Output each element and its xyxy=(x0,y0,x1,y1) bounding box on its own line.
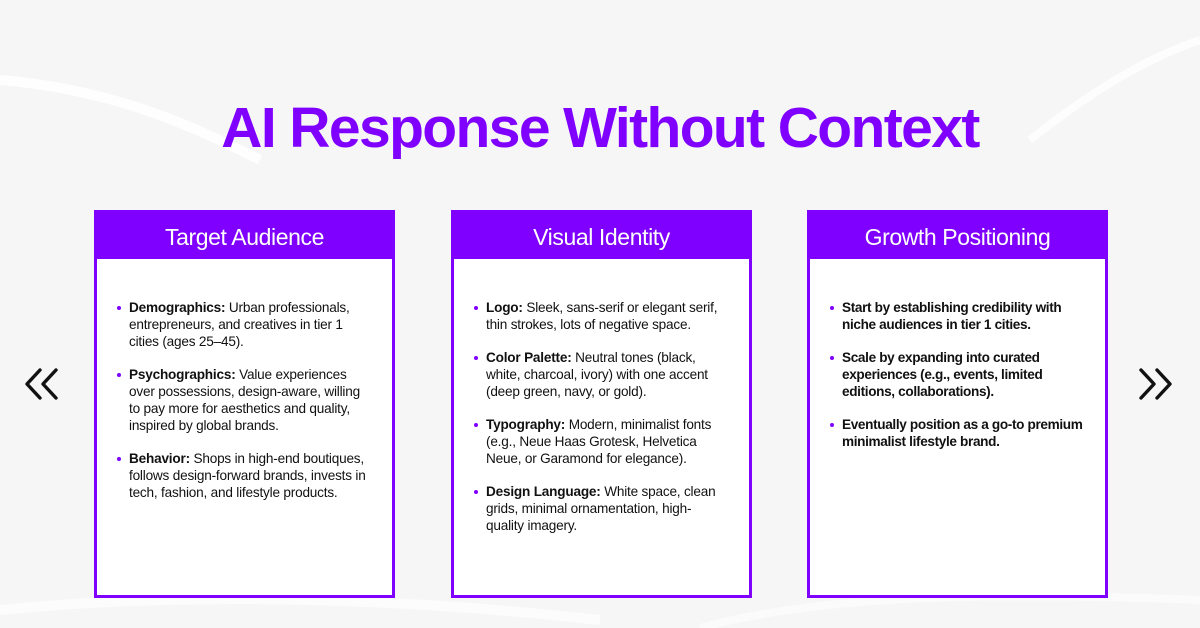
list-item: Demographics: Urban professionals, entre… xyxy=(115,299,370,350)
double-chevron-right-icon xyxy=(1134,360,1178,408)
bullet-list: Demographics: Urban professionals, entre… xyxy=(115,299,370,501)
list-item: Start by establishing credibility with n… xyxy=(828,299,1083,333)
item-text: Value experiences over possessions, desi… xyxy=(129,367,360,433)
card-visual-identity: Visual Identity Logo: Sleek, sans-serif … xyxy=(451,210,752,598)
card-body: Logo: Sleek, sans-serif or elegant serif… xyxy=(454,259,749,534)
list-item: Typography: Modern, minimalist fonts (e.… xyxy=(472,416,727,467)
card-body: Start by establishing credibility with n… xyxy=(810,259,1105,450)
list-item: Scale by expanding into curated experien… xyxy=(828,349,1083,400)
item-label: Demographics: xyxy=(129,300,226,315)
bullet-list: Logo: Sleek, sans-serif or elegant serif… xyxy=(472,299,727,534)
card-header: Visual Identity xyxy=(454,213,749,259)
item-label: Behavior: xyxy=(129,451,190,466)
list-item: Behavior: Shops in high-end boutiques, f… xyxy=(115,450,370,501)
card-header: Target Audience xyxy=(97,213,392,259)
card-growth-positioning: Growth Positioning Start by establishing… xyxy=(807,210,1108,598)
item-text: Eventually position as a go-to premium m… xyxy=(842,417,1083,449)
item-text: Urban professionals, entrepreneurs, and … xyxy=(129,300,350,349)
card-target-audience: Target Audience Demographics: Urban prof… xyxy=(94,210,395,598)
list-item: Psychographics: Value experiences over p… xyxy=(115,366,370,434)
item-text: Modern, minimalist fonts (e.g., Neue Haa… xyxy=(486,417,712,466)
double-chevron-left-icon xyxy=(20,360,64,408)
list-item: Logo: Sleek, sans-serif or elegant serif… xyxy=(472,299,727,333)
list-item: Color Palette: Neutral tones (black, whi… xyxy=(472,349,727,400)
item-text: Shops in high-end boutiques, follows des… xyxy=(129,451,366,500)
item-text: Sleek, sans-serif or elegant serif, thin… xyxy=(486,300,718,332)
item-text: Scale by expanding into curated experien… xyxy=(842,350,1043,399)
item-label: Psychographics: xyxy=(129,367,236,382)
item-text: White space, clean grids, minimal orname… xyxy=(486,484,716,533)
item-text: Neutral tones (black, white, charcoal, i… xyxy=(486,350,708,399)
item-label: Logo: xyxy=(486,300,523,315)
card-body: Demographics: Urban professionals, entre… xyxy=(97,259,392,501)
item-label: Design Language: xyxy=(486,484,601,499)
page-title: AI Response Without Context xyxy=(221,96,980,160)
list-item: Design Language: White space, clean grid… xyxy=(472,483,727,534)
next-button[interactable] xyxy=(1134,360,1178,408)
item-text: Start by establishing credibility with n… xyxy=(842,300,1062,332)
previous-button[interactable] xyxy=(20,360,64,408)
item-label: Color Palette: xyxy=(486,350,572,365)
card-header: Growth Positioning xyxy=(810,213,1105,259)
item-label: Typography: xyxy=(486,417,566,432)
list-item: Eventually position as a go-to premium m… xyxy=(828,416,1083,450)
bullet-list: Start by establishing credibility with n… xyxy=(828,299,1083,450)
